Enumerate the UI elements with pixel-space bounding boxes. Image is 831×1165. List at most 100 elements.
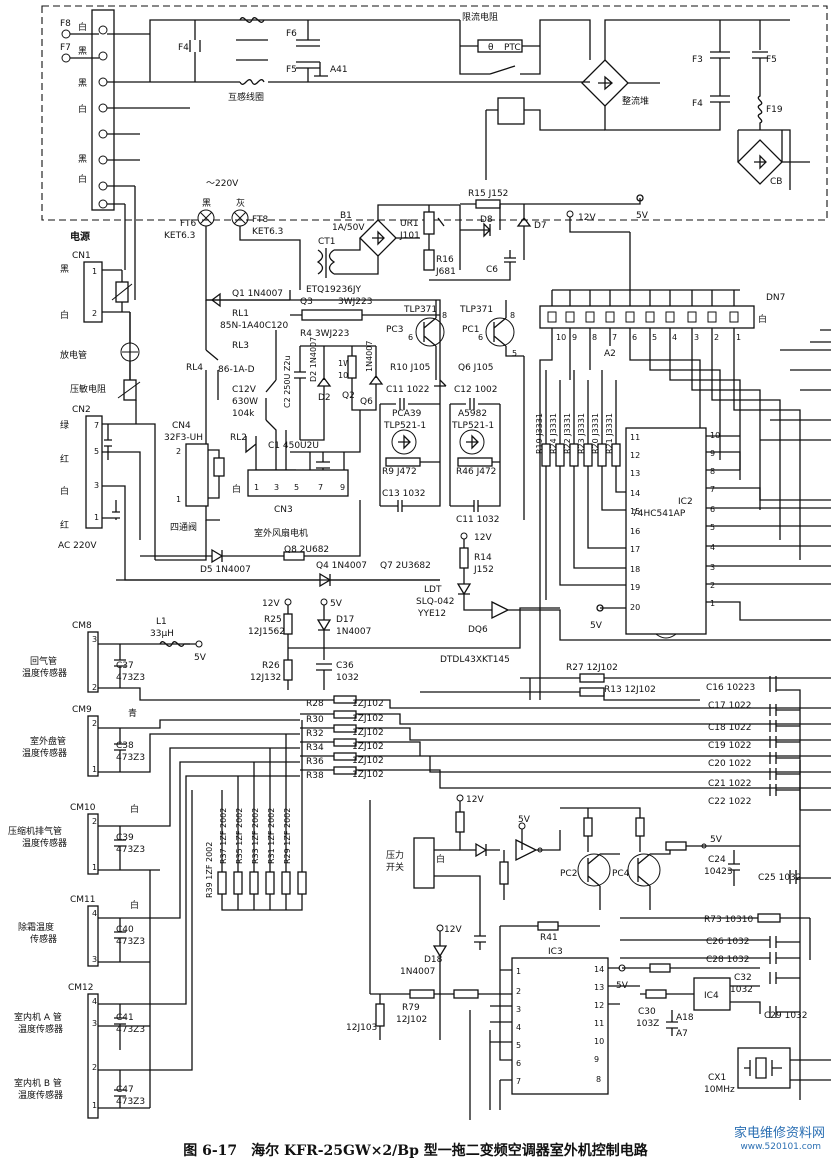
label-r24: R24 J3331 [549, 413, 558, 454]
ic4-chip [693, 977, 731, 1011]
cn4-connector [185, 443, 209, 507]
cm10-pin: 1 [92, 863, 97, 872]
label-ic2v: 74HC541AP [632, 509, 686, 519]
label-c13: C13 1032 [382, 489, 426, 499]
label-r26: R26 [262, 661, 280, 671]
label-c21: C21 1022 [708, 779, 752, 789]
label-c28: C28 1032 [706, 955, 750, 965]
label-r9: R9 J472 [382, 467, 417, 477]
label-yye: YYE12 [417, 609, 446, 619]
label-f5b: F5 [766, 55, 777, 65]
label-1wj: 1WJ [338, 359, 353, 368]
label-pc2: PC2 [560, 869, 577, 879]
cn2-pin: 5 [94, 447, 99, 456]
label-f5: F5 [286, 65, 297, 75]
label-c1: C1 450U2U [268, 441, 319, 451]
label-5v-press: 5V [518, 815, 531, 825]
ic3-pin: 11 [594, 1019, 604, 1028]
label-r34: R34 [306, 743, 324, 753]
ic2-section: R19 J3331 R24 J3331 R22 J3331 R23 J3331 … [535, 370, 831, 639]
label-d7: D7 [534, 221, 547, 231]
cm12-connector [87, 993, 99, 1119]
label-cn2: CN2 [72, 405, 91, 415]
label-c12v: C12V [232, 385, 257, 395]
label-ket63b: KET6.3 [252, 227, 283, 237]
label-12v-press: 12V [466, 795, 484, 805]
label-c11b: C11 1032 [456, 515, 500, 525]
label-c39: C39 [116, 833, 134, 843]
label-cm9: CM9 [72, 705, 92, 715]
label-temp-sensor: 温度传感器 [18, 1089, 63, 1101]
label-1zj102: 1ZJ102 [352, 699, 384, 709]
label-c24v: 10423 [704, 867, 733, 877]
label-c47v: 473Z3 [116, 1097, 145, 1107]
cm11-pin: 3 [92, 955, 97, 964]
ic2-pin: 13 [630, 469, 640, 478]
label-r27: R27 12J102 [566, 663, 618, 673]
cm9-pin: 2 [92, 719, 97, 728]
label-c30: C30 [638, 1007, 656, 1017]
label-varistor: 压敏电阻 [70, 383, 106, 395]
label-ur1: UR1 [400, 219, 419, 229]
label-c38v: 473Z3 [116, 753, 145, 763]
ic2-pin: 11 [630, 433, 640, 442]
label-1zj102: 1ZJ102 [352, 714, 384, 724]
label-defrost-temp: 除霜温度 [18, 921, 54, 933]
label-r13: R13 12J102 [604, 685, 656, 695]
cn3-pin: 1 [254, 483, 259, 492]
ic2-pin: 20 [630, 603, 640, 612]
label-f4: F4 [178, 43, 189, 53]
wire-color-red: 红 [60, 453, 69, 465]
dn7-pin: 2 [714, 333, 719, 342]
label-c16: C16 10223 [706, 683, 755, 693]
dn7-pin: 7 [612, 333, 617, 342]
label-c25: C25 1032 [758, 873, 802, 883]
cm10-connector [87, 813, 99, 875]
dn7-header [539, 305, 755, 329]
label-5v-ic3: 5V [616, 981, 629, 991]
label-r79v: 12J102 [396, 1015, 427, 1025]
label-r38: R38 [306, 771, 324, 781]
dn7-pin: 5 [652, 333, 657, 342]
cm9-pin: 1 [92, 765, 97, 774]
cm12-pin: 4 [92, 997, 97, 1006]
label-cb: CB [770, 177, 782, 187]
ic2-pin: 12 [630, 451, 640, 460]
label-12j103: 12J103 [346, 1023, 377, 1033]
ic3-pin: 14 [594, 965, 604, 974]
label-q8: Q8 2U682 [284, 545, 329, 555]
label-d18v: 1N4007 [400, 967, 435, 977]
dn7-pin: 10 [556, 333, 566, 342]
label-f3: F3 [692, 55, 703, 65]
ic2-pin: 8 [710, 467, 715, 476]
wire-color-white: 白 [78, 173, 87, 185]
ic2-pin: 7 [710, 485, 715, 494]
cn1-connector [83, 261, 103, 323]
label-c37v: 473Z3 [116, 673, 145, 683]
label-ptc: PTC [504, 43, 521, 53]
label-c630: 630W [232, 397, 258, 407]
label-r4: R4 3WJ223 [300, 329, 349, 339]
label-c17: C17 1022 [708, 701, 752, 711]
label-c32: C32 [734, 973, 752, 983]
ic3-pin: 10 [594, 1037, 604, 1046]
ic3-pin: 12 [594, 1001, 604, 1010]
label-r15: R15 J152 [468, 189, 508, 199]
label-r79: R79 [402, 1003, 420, 1013]
label-c37: C37 [116, 661, 134, 671]
label-c2: C2 250U Z2u [283, 355, 292, 408]
wire-color-white: 白 [130, 899, 139, 911]
ic3-pin: 1 [516, 967, 521, 976]
wire-color-white: 白 [130, 803, 139, 815]
label-1zj102: 1ZJ102 [352, 728, 384, 738]
label-tlp371a: TLP371 [403, 305, 437, 315]
label-f4b: F4 [692, 99, 703, 109]
ic2-pin: 17 [630, 545, 640, 554]
label-c32v: 1032 [730, 985, 753, 995]
label-etq: ETQ19236JY [306, 285, 362, 295]
label-ic4: IC4 [704, 991, 719, 1001]
ic2-pin: 1 [710, 599, 715, 608]
ic3-pin: 5 [516, 1041, 521, 1050]
label-r22: R22 J3331 [563, 413, 572, 454]
label-sensor: 传感器 [30, 933, 57, 945]
